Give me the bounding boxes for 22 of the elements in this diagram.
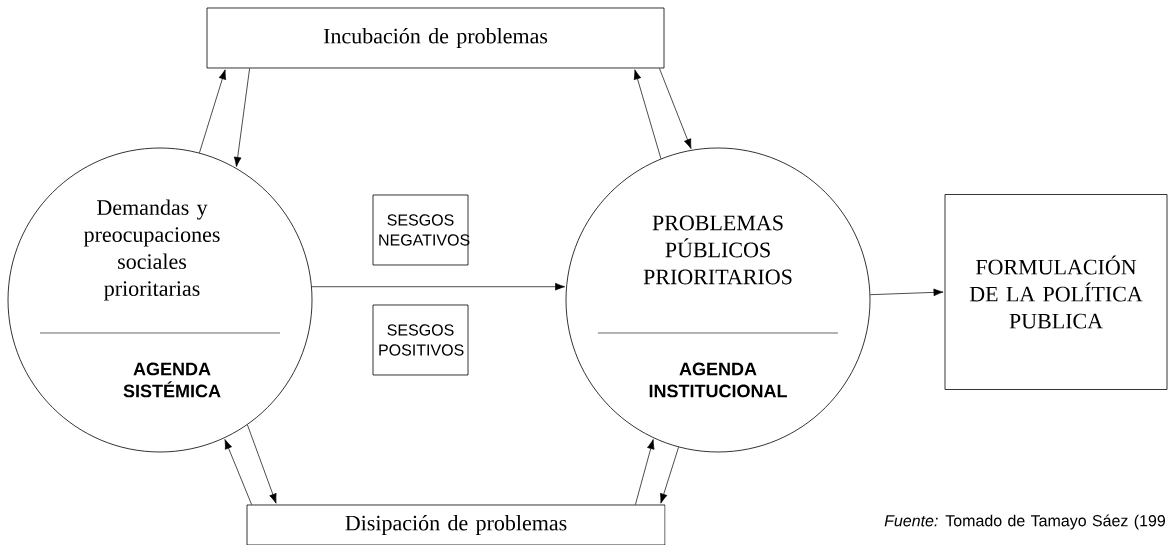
arrow [311,282,566,291]
arrow [869,288,944,297]
circle-node [565,147,871,453]
circle-text: PROBLEMAS PÚBLICOS PRIORITARIOS [643,215,792,285]
arrow [199,69,227,154]
arrow [233,68,250,167]
text-box: SESGOS POSITIVOS [372,304,469,376]
arrow [247,424,277,504]
circle-text: Demandas y preocupaciones sociales prioritarias [83,199,220,301]
agenda-label: AGENDA SISTÉMICA [123,362,221,398]
circle-node [7,147,313,453]
arrow [660,446,679,504]
text-box: Incubación de problemas [206,7,665,69]
text-box: FORMULACIÓN DE LA POLÍTICA PUBLICA [944,194,1168,390]
agenda-label: AGENDA INSTITUCIONAL [649,362,787,398]
source-caption: Fuente: Tomado de Tamayo Sáez (199 [884,514,1165,530]
arrow [659,68,692,149]
arrow [633,69,662,160]
text-box: Disipación de problemas [246,504,666,545]
arrow [224,439,252,505]
text-box: SESGOS NEGATIVOS [372,194,470,266]
arrow [635,439,655,505]
